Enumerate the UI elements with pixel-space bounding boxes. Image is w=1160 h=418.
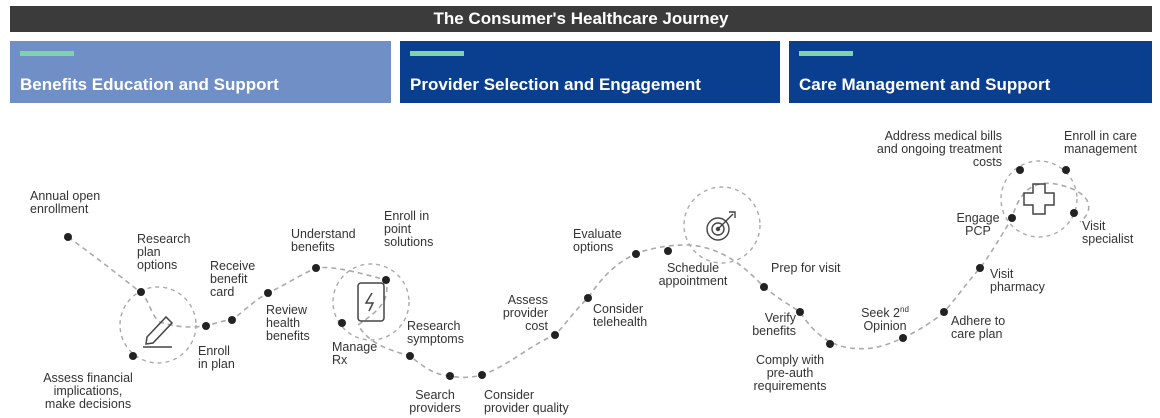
- step-review-health-benefits: Review health benefits: [266, 303, 310, 343]
- dot-enroll-care: [1062, 166, 1070, 174]
- dot-assess-cost: [551, 331, 559, 339]
- dot-adhere: [940, 308, 948, 316]
- phase-label: Benefits Education and Support: [20, 75, 279, 94]
- medical-cross-icon: [1023, 183, 1055, 215]
- phase-provider-selection: Provider Selection and Engagement: [400, 41, 780, 103]
- dot-research-plan: [137, 288, 145, 296]
- step-prep-for-visit: Prep for visit: [771, 261, 841, 275]
- dot-manage-rx: [338, 319, 346, 327]
- step-research-plan-options: Research plan options: [137, 232, 191, 272]
- dot-verify: [796, 308, 804, 316]
- step-schedule-appointment: Schedule appointment: [658, 261, 728, 288]
- seek-label-rest: Opinion: [863, 319, 907, 334]
- phase-label: Provider Selection and Engagement: [410, 75, 701, 94]
- step-verify-benefits: Verify benefits: [752, 311, 796, 338]
- dot-search-providers: [446, 372, 454, 380]
- phase-accent-bar: [20, 51, 74, 56]
- phase-accent-bar: [799, 51, 853, 56]
- phase-label: Care Management and Support: [799, 75, 1051, 94]
- step-annual-open-enrollment: Annual open enrollment: [30, 189, 101, 216]
- step-consider-provider-quality: Consider provider quality: [484, 388, 569, 415]
- dot-evaluate: [632, 250, 640, 258]
- phase-accent-bar: [410, 51, 464, 56]
- step-visit-specialist: Visit specialist: [1082, 219, 1134, 246]
- step-enroll-care-management: Enroll in care management: [1064, 129, 1137, 156]
- dot-comply: [826, 340, 834, 348]
- step-assess-provider-cost: Assess provider cost: [502, 293, 548, 333]
- dot-visit-pharmacy: [976, 264, 984, 272]
- step-evaluate-options: Evaluate options: [573, 227, 622, 254]
- dot-enroll-point: [382, 276, 390, 284]
- dot-consider-tele: [584, 294, 592, 302]
- dot-annual: [64, 233, 72, 241]
- step-address-medical-bills: Address medical bills and ongoing treatm…: [876, 129, 1002, 169]
- pencil-icon: [143, 315, 174, 348]
- dot-understand: [312, 264, 320, 272]
- phase-benefits-education: Benefits Education and Support: [10, 41, 391, 103]
- journey-dots: [64, 166, 1078, 380]
- dot-enroll-plan: [202, 322, 210, 330]
- step-consider-telehealth: Consider telehealth: [593, 302, 648, 329]
- pencil-circle: [119, 286, 197, 364]
- dot-visit-specialist: [1070, 209, 1078, 217]
- step-assess-financial: Assess financial implications, make deci…: [43, 371, 133, 411]
- seek-superscript: nd: [900, 305, 909, 314]
- dot-prep: [760, 283, 768, 291]
- step-enroll-in-plan: Enroll in plan: [198, 344, 235, 371]
- step-engage-pcp: Engage PCP: [956, 211, 1000, 238]
- step-enroll-point-solutions: Enroll in point solutions: [384, 209, 434, 249]
- phase-care-management: Care Management and Support: [789, 41, 1152, 103]
- dot-receive-card: [228, 316, 236, 324]
- seek-label: Seek 2: [861, 306, 900, 321]
- step-understand-benefits: Understand benefits: [291, 227, 356, 254]
- target-icon: [706, 211, 736, 241]
- step-manage-rx: Manage Rx: [332, 340, 378, 367]
- journey-title: The Consumer's Healthcare Journey: [10, 6, 1152, 32]
- step-search-providers: Search providers: [409, 388, 461, 415]
- step-receive-benefit-card: Receive benefit card: [210, 259, 256, 299]
- step-visit-pharmacy: Visit pharmacy: [990, 267, 1045, 294]
- cross-circle: [1000, 160, 1078, 238]
- dot-consider-quality: [478, 371, 486, 379]
- dot-address-bills: [1016, 166, 1024, 174]
- dot-review: [264, 289, 272, 297]
- dot-engage-pcp: [1008, 214, 1016, 222]
- dot-assess-financial: [129, 352, 137, 360]
- target-circle: [683, 186, 761, 264]
- phone-icon: [357, 282, 385, 322]
- phone-circle: [332, 263, 410, 341]
- step-research-symptoms: Research symptoms: [407, 319, 464, 346]
- dot-schedule: [664, 247, 672, 255]
- dot-seek: [899, 334, 907, 342]
- step-comply-preauth: Comply with pre-auth requirements: [753, 353, 827, 393]
- step-adhere-care-plan: Adhere to care plan: [951, 314, 1006, 341]
- dot-research-symptoms: [406, 352, 414, 360]
